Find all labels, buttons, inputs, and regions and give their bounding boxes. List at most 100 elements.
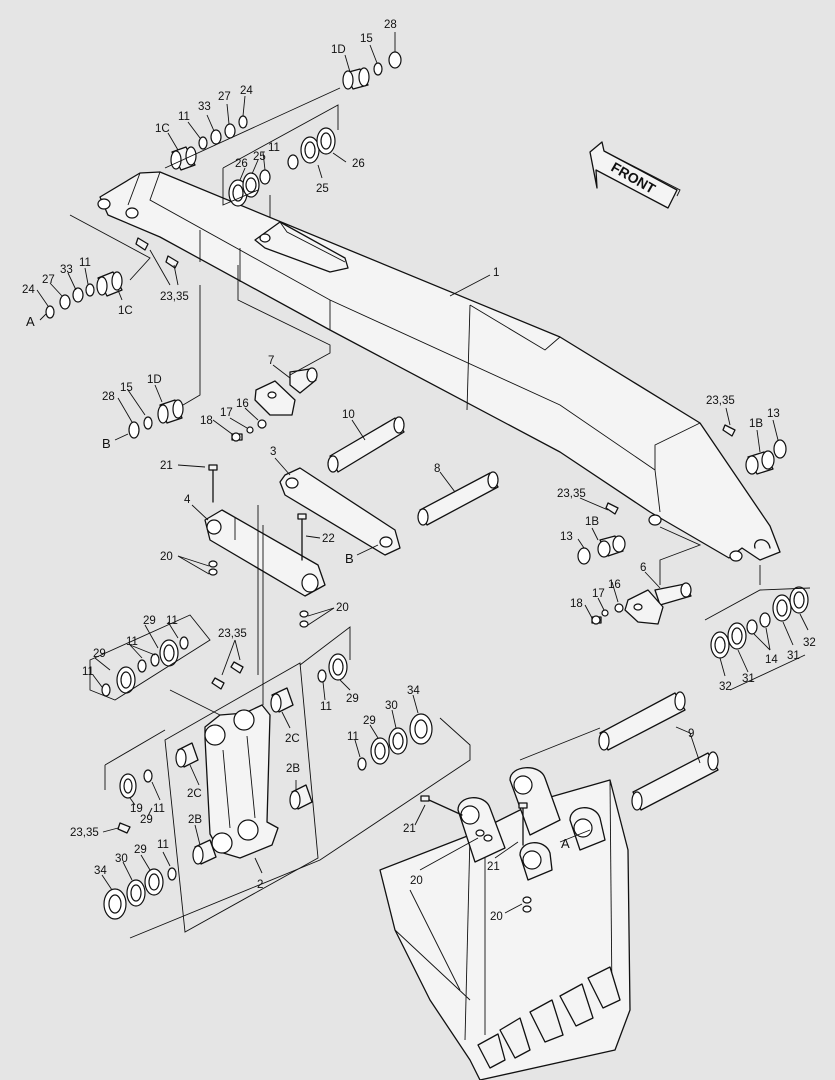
label-2b-b: 2B xyxy=(188,814,202,826)
washer-11-right xyxy=(287,154,299,170)
bushing-1b-lower xyxy=(597,535,626,558)
label-2b-a: 2B xyxy=(286,763,300,775)
washer-11-l6 xyxy=(167,867,177,881)
bolt-21-upper xyxy=(208,464,218,503)
label-11-g: 11 xyxy=(347,731,359,743)
label-17-a: 17 xyxy=(220,407,233,419)
label-30-a: 30 xyxy=(385,700,398,712)
label-11-b: 11 xyxy=(268,142,280,154)
label-2335-a: 23,35 xyxy=(160,291,189,303)
bushing-2c-left xyxy=(175,742,199,768)
label-1d-top: 1D xyxy=(331,44,346,56)
label-11-d: 11 xyxy=(126,636,138,648)
label-26-a: 26 xyxy=(235,158,248,170)
pin-6 xyxy=(624,582,692,625)
washer-11-l5 xyxy=(143,769,153,783)
label-21-b: 21 xyxy=(403,823,416,835)
seal-30-r-inner xyxy=(392,732,404,750)
label-22: 22 xyxy=(322,533,335,545)
label-19-a: 19 xyxy=(130,803,143,815)
seal-25-right-inner xyxy=(304,141,316,159)
label-b-r: B xyxy=(345,551,354,566)
label-b-m: B xyxy=(102,436,111,451)
leader-lines xyxy=(36,32,809,914)
label-7: 7 xyxy=(268,355,274,367)
seal-29-l3-inner xyxy=(148,873,160,891)
seal-31-left-inner xyxy=(731,627,743,645)
shim-33-top xyxy=(210,129,222,145)
label-20-a: 20 xyxy=(160,551,173,563)
shim-33-left xyxy=(72,287,84,303)
seal-29-r1-inner xyxy=(332,658,344,676)
label-16-b: 16 xyxy=(608,579,621,591)
bushing-1b-upper xyxy=(745,450,775,475)
shim-13-upper xyxy=(773,439,787,459)
seal-25-left-inner xyxy=(245,177,257,193)
label-21-c: 21 xyxy=(487,861,500,873)
label-28-m: 28 xyxy=(102,391,115,403)
label-9: 9 xyxy=(688,728,694,740)
link-3 xyxy=(279,467,401,556)
label-11-a: 11 xyxy=(178,111,190,123)
nut-20-lower xyxy=(475,829,532,913)
label-18-a: 18 xyxy=(200,415,213,427)
oring-24-left xyxy=(45,305,55,319)
seal-32-right-inner xyxy=(793,591,805,609)
label-11-e: 11 xyxy=(82,666,94,678)
label-21-a: 21 xyxy=(160,460,173,472)
label-26-b: 26 xyxy=(352,158,365,170)
label-1b-b: 1B xyxy=(585,516,599,528)
pin-9-upper xyxy=(598,691,686,751)
label-1d-m: 1D xyxy=(147,374,162,386)
label-29-b: 29 xyxy=(93,648,106,660)
label-34-b: 34 xyxy=(94,865,107,877)
washer-11-l4 xyxy=(179,636,189,650)
seal-29-l1-inner xyxy=(120,671,132,689)
label-20-d: 20 xyxy=(490,911,503,923)
shim-28-mid xyxy=(128,421,140,439)
washer-11-top xyxy=(198,136,208,150)
link-2 xyxy=(204,704,279,859)
label-32-b: 32 xyxy=(803,637,816,649)
label-6: 6 xyxy=(640,562,646,574)
label-16-a: 16 xyxy=(236,398,249,410)
label-11-l: 11 xyxy=(79,257,91,269)
label-20-c: 20 xyxy=(410,875,423,887)
label-25-a: 25 xyxy=(253,151,266,163)
label-14: 14 xyxy=(765,654,778,666)
label-11-i: 11 xyxy=(157,839,169,851)
label-29-e: 29 xyxy=(140,814,153,826)
label-29-f: 29 xyxy=(134,844,147,856)
shim-13-lower xyxy=(577,547,591,565)
label-15-top: 15 xyxy=(360,33,373,45)
label-1c-l: 1C xyxy=(118,305,133,317)
label-8: 8 xyxy=(434,463,440,475)
bushing-1d-mid xyxy=(157,399,184,424)
label-1b-a: 1B xyxy=(749,418,763,430)
bushing-1c-left xyxy=(96,271,123,297)
washer-11-r2 xyxy=(357,757,367,771)
label-29-c: 29 xyxy=(346,693,359,705)
label-33-l: 33 xyxy=(60,264,73,276)
label-28-top: 28 xyxy=(384,19,397,31)
washer-16-lower xyxy=(614,603,624,613)
label-11-f: 11 xyxy=(320,701,332,713)
seal-30-l-inner xyxy=(130,884,142,902)
shim-27-top xyxy=(224,123,236,139)
pin-7 xyxy=(254,367,318,416)
bushing-2b-right xyxy=(289,784,313,810)
label-3: 3 xyxy=(270,446,276,458)
washer-15-top xyxy=(373,62,383,76)
label-24-a: 24 xyxy=(240,85,253,97)
label-4: 4 xyxy=(184,494,191,506)
nut-20-icon xyxy=(208,560,309,628)
bushing-1d-top xyxy=(342,67,370,90)
washer-11-mid xyxy=(259,169,271,185)
label-11-h: 11 xyxy=(153,803,165,815)
pin-9-lower xyxy=(631,751,719,811)
label-2335-d: 23,35 xyxy=(218,628,247,640)
label-13-a: 13 xyxy=(767,408,780,420)
label-18-b: 18 xyxy=(570,598,583,610)
